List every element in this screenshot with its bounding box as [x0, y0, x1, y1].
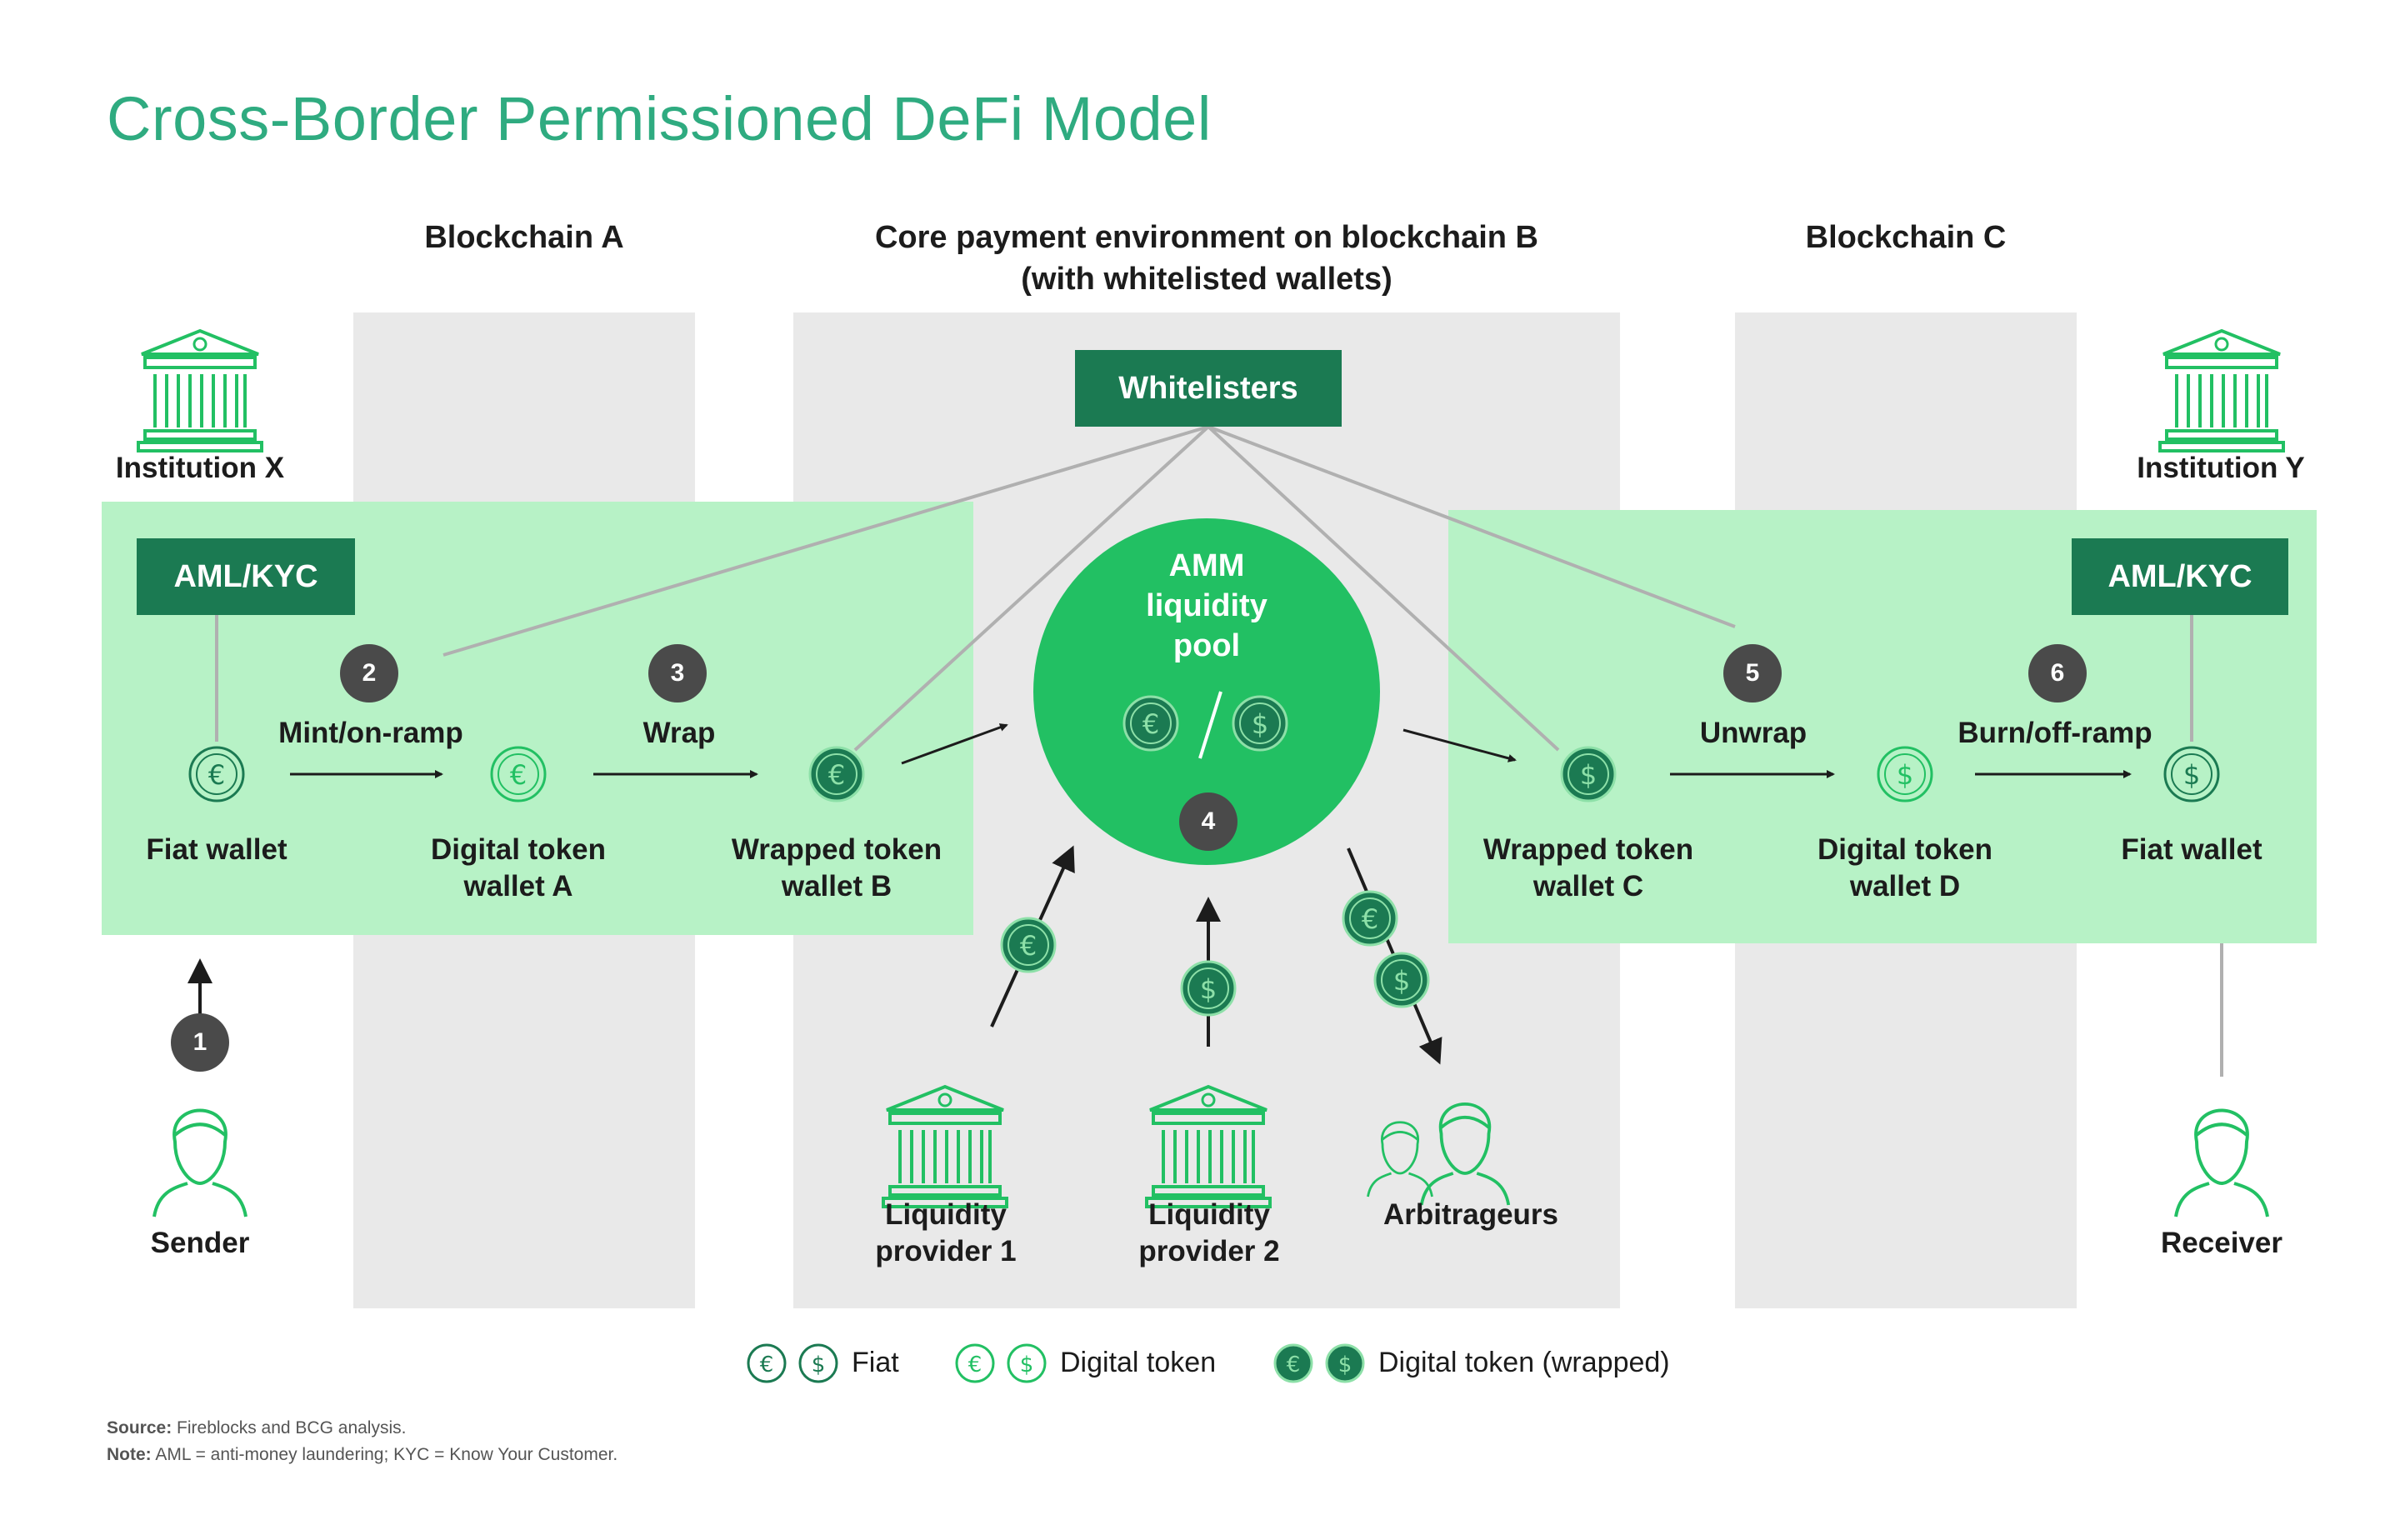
svg-text:$: $: [1252, 708, 1268, 740]
digital-wallet-a-line2: wallet A: [463, 870, 573, 902]
step-badge-4: 4: [1179, 792, 1238, 851]
digital-wallet-d-label: Digital token wallet D: [1788, 832, 2022, 905]
digital-wallet-a-label: Digital token wallet A: [402, 832, 635, 905]
lp2-dollar-coin: $: [1180, 960, 1237, 1017]
step-badge-2: 2: [340, 644, 398, 702]
amm-pool-label: AMM liquidity pool: [1040, 546, 1373, 666]
svg-text:$: $: [1897, 759, 1913, 791]
legend-wrapped-dollar-icon: $: [1325, 1343, 1365, 1383]
lp2-label: Liquidity provider 2: [1105, 1197, 1313, 1270]
header-core-line1: Core payment environment on blockchain B: [874, 220, 1539, 255]
amm-pool-circle: [1033, 518, 1380, 865]
svg-text:$: $: [1580, 759, 1597, 791]
legend-fiat-label: Fiat: [852, 1347, 899, 1378]
arb-dollar-coin: $: [1373, 952, 1430, 1008]
receiver-person-icon: [2174, 1108, 2269, 1218]
legend-fiat-dollar-icon: $: [798, 1343, 838, 1383]
sender-person-icon: [152, 1108, 248, 1218]
lp1-line2: provider 1: [875, 1235, 1017, 1268]
svg-text:€: €: [510, 759, 527, 791]
header-blockchain-a: Blockchain A: [424, 220, 624, 255]
wrapped-wallet-b-coin: €: [808, 746, 865, 802]
institution-y-label: Institution Y: [2137, 452, 2305, 484]
step-badge-1: 1: [171, 1013, 229, 1072]
svg-text:€: €: [1362, 903, 1378, 935]
footnote-note-label: Note:: [107, 1445, 152, 1464]
arbitrageurs-label: Arbitrageurs: [1382, 1198, 1559, 1231]
svg-text:€: €: [208, 759, 225, 791]
amm-line1: AMM: [1168, 548, 1245, 583]
wrapped-wallet-c-label: Wrapped token wallet C: [1463, 832, 1713, 905]
legend-wrapped-label: Digital token (wrapped): [1378, 1347, 1670, 1378]
svg-text:$: $: [812, 1352, 826, 1378]
svg-text:$: $: [1020, 1352, 1034, 1378]
step-badge-3: 3: [648, 644, 707, 702]
institution-x-bank-icon: [137, 329, 263, 452]
sender-label: Sender: [150, 1227, 250, 1259]
svg-text:€: €: [828, 759, 845, 791]
wrapped-wallet-c-line1: Wrapped token: [1482, 833, 1694, 866]
step-badge-6: 6: [2028, 644, 2087, 702]
wrapped-wallet-c-line2: wallet C: [1532, 870, 1644, 902]
step-badge-5: 5: [1723, 644, 1782, 702]
footnote-source-label: Source:: [107, 1418, 172, 1438]
header-blockchain-c: Blockchain C: [1805, 220, 2007, 255]
legend-wrapped-euro-icon: €: [1273, 1343, 1313, 1383]
step-label-burn: Burn/off-ramp: [1958, 717, 2152, 749]
fiat-wallet-right-coin: $: [2163, 746, 2220, 802]
fiat-wallet-right-label: Fiat wallet: [2121, 833, 2262, 866]
legend-digital-euro-icon: €: [955, 1343, 995, 1383]
lp1-label: Liquidity provider 1: [842, 1197, 1050, 1270]
receiver-label: Receiver: [2161, 1227, 2282, 1259]
step-label-wrap: Wrap: [642, 717, 716, 749]
lp2-line1: Liquidity: [1148, 1198, 1270, 1231]
wrapped-wallet-b-line2: wallet B: [781, 870, 892, 902]
svg-text:€: €: [1142, 708, 1159, 740]
step-label-mint: Mint/on-ramp: [278, 717, 463, 749]
svg-text:€: €: [968, 1352, 982, 1378]
header-core-line2: (with whitelisted wallets): [1021, 262, 1392, 297]
digital-wallet-d-coin: $: [1877, 746, 1933, 802]
institution-y-bank-icon: [2158, 329, 2285, 452]
whitelister-links: [215, 425, 2223, 1077]
amm-line2: liquidity: [1146, 588, 1268, 623]
arb-euro-coin: €: [1342, 890, 1398, 947]
lp1-euro-coin: €: [1000, 917, 1057, 973]
digital-wallet-d-line1: Digital token: [1817, 833, 1993, 866]
legend-digital-label: Digital token: [1060, 1347, 1217, 1378]
aml-kyc-right-box: AML/KYC: [2072, 538, 2288, 615]
step-label-unwrap: Unwrap: [1699, 717, 1808, 749]
digital-wallet-d-line2: wallet D: [1849, 870, 1961, 902]
wrapped-wallet-c-coin: $: [1560, 746, 1617, 802]
svg-text:$: $: [1200, 973, 1217, 1005]
aml-kyc-left-box: AML/KYC: [137, 538, 355, 615]
amm-line3: pool: [1172, 628, 1241, 663]
institution-x-label: Institution X: [115, 452, 285, 484]
footnote-note: Note: AML = anti-money laundering; KYC =…: [107, 1445, 618, 1465]
wrapped-wallet-b-line1: Wrapped token: [731, 833, 942, 866]
footnote-source-text: Fireblocks and BCG analysis.: [172, 1418, 407, 1438]
svg-text:€: €: [1287, 1352, 1301, 1378]
fiat-wallet-left-label: Fiat wallet: [146, 833, 288, 866]
legend-fiat-euro-icon: €: [747, 1343, 787, 1383]
svg-text:€: €: [760, 1352, 774, 1378]
lp2-line2: provider 2: [1138, 1235, 1280, 1268]
wrapped-wallet-b-label: Wrapped token wallet B: [712, 832, 962, 905]
legend-digital-dollar-icon: $: [1007, 1343, 1047, 1383]
footnote-source: Source: Fireblocks and BCG analysis.: [107, 1418, 406, 1438]
footnote-note-text: AML = anti-money laundering; KYC = Know …: [151, 1445, 618, 1464]
digital-wallet-a-coin: €: [490, 746, 547, 802]
svg-text:$: $: [1393, 965, 1410, 997]
svg-text:$: $: [2183, 759, 2200, 791]
svg-text:$: $: [1338, 1352, 1352, 1378]
svg-text:€: €: [1020, 930, 1037, 962]
whitelisters-box: Whitelisters: [1075, 350, 1342, 427]
lp1-line1: Liquidity: [885, 1198, 1007, 1231]
page-title: Cross-Border Permissioned DeFi Model: [107, 84, 1212, 153]
digital-wallet-a-line1: Digital token: [430, 833, 607, 866]
fiat-wallet-left-coin: €: [188, 746, 245, 802]
